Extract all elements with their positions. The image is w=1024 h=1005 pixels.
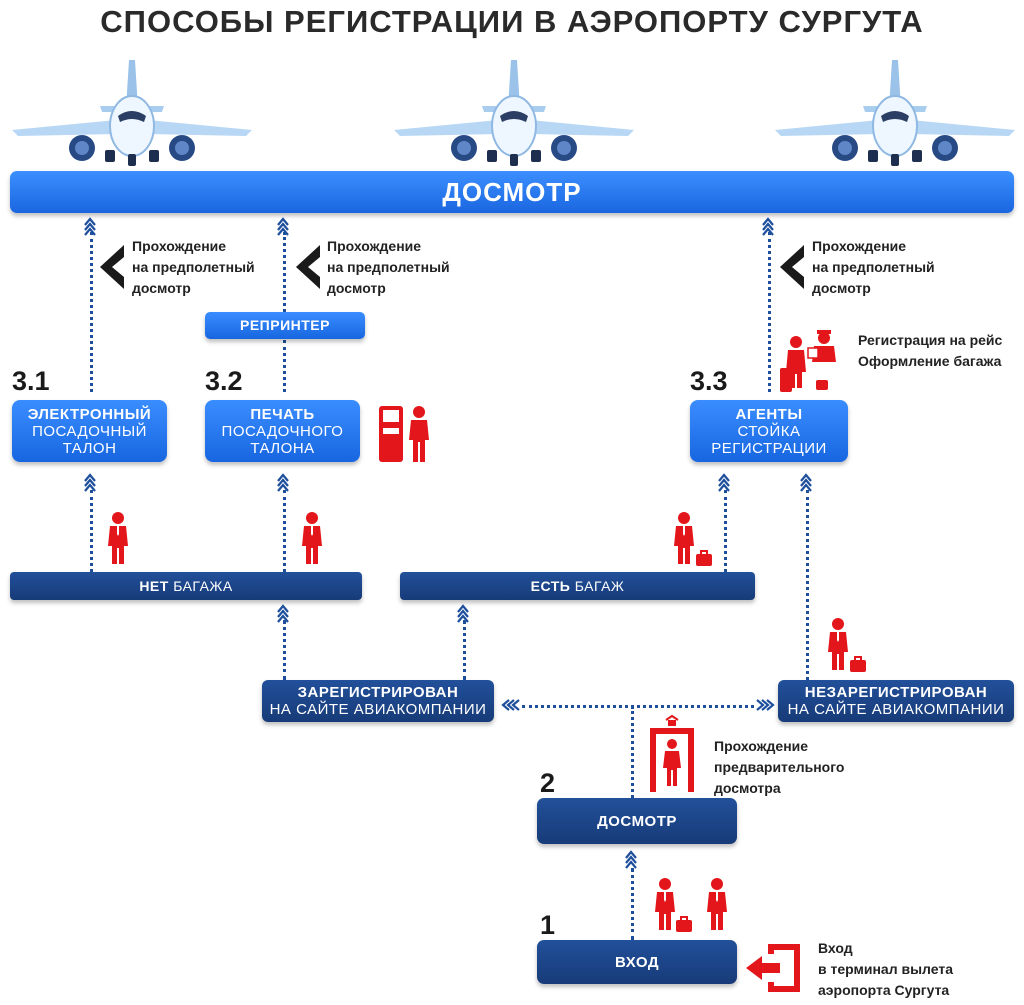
kiosk-icon [379, 406, 429, 462]
flow-line [522, 705, 754, 708]
option-print-boarding-pass: ПЕЧАТЬ ПОСАДОЧНОГО ТАЛОНА [205, 400, 360, 462]
step-number: 2 [540, 768, 556, 798]
flow-line [90, 490, 93, 572]
up-arrow-icon [624, 850, 638, 870]
airplane-icon [12, 59, 252, 167]
suitcase-icon [849, 656, 867, 673]
flow-line [283, 490, 286, 572]
left-arrow-icon [296, 245, 320, 289]
exit-door-icon [746, 944, 800, 992]
flow-line [768, 232, 771, 392]
unregistered-online-box: НЕЗАРЕГИСТРИРОВАН НА САЙТЕ АВИАКОМПАНИИ [778, 680, 1014, 722]
has-baggage-bar: ЕСТЬ БАГАЖ [400, 572, 755, 600]
flow-line [724, 490, 727, 572]
airplane-icon [394, 59, 634, 167]
option-number: 3.2 [205, 366, 243, 396]
option-e-boarding-pass: ЭЛЕКТРОННЫЙ ПОСАДОЧНЫЙ ТАЛОН [12, 400, 167, 462]
left-arrow-icon [100, 245, 124, 289]
person-icon [655, 878, 675, 930]
person-icon [707, 878, 727, 930]
entrance-box: ВХОД [537, 940, 737, 984]
person-icon [828, 618, 848, 670]
up-arrow-icon [717, 473, 731, 493]
up-arrow-icon [276, 217, 290, 237]
up-arrow-icon [761, 217, 775, 237]
flow-line [283, 620, 286, 680]
right-arrow-icon [755, 698, 775, 712]
option-checkin-counter: АГЕНТЫ СТОЙКА РЕГИСТРАЦИИ [690, 400, 848, 462]
security-banner: ДОСМОТР [10, 171, 1014, 213]
up-arrow-icon [456, 604, 470, 624]
left-arrow-icon [501, 698, 521, 712]
suitcase-icon [675, 916, 693, 933]
person-icon [108, 512, 128, 564]
flow-line [631, 868, 634, 940]
flow-line [631, 706, 634, 798]
flow-line [90, 232, 93, 392]
metal-detector-icon [650, 714, 694, 792]
screening-box: ДОСМОТР [537, 798, 737, 844]
page-title: СПОСОБЫ РЕГИСТРАЦИИ В АЭРОПОРТУ СУРГУТА [100, 4, 924, 39]
suitcase-icon [695, 550, 713, 567]
flow-line [283, 232, 286, 312]
flow-line [463, 620, 466, 680]
flow-line [283, 340, 286, 392]
up-arrow-icon [83, 473, 97, 493]
agent-icon [780, 330, 836, 392]
option-number: 3.1 [12, 366, 50, 396]
no-baggage-bar: НЕТ БАГАЖА [10, 572, 362, 600]
registered-online-box: ЗАРЕГИСТРИРОВАН НА САЙТЕ АВИАКОМПАНИИ [262, 680, 494, 722]
option-number: 3.3 [690, 366, 728, 396]
person-icon [302, 512, 322, 564]
flow-line [806, 490, 809, 680]
left-arrow-icon [780, 245, 804, 289]
up-arrow-icon [276, 473, 290, 493]
up-arrow-icon [276, 604, 290, 624]
person-icon [674, 512, 694, 564]
step-number: 1 [540, 910, 556, 940]
up-arrow-icon [83, 217, 97, 237]
reprinter-box: РЕПРИНТЕР [205, 312, 365, 339]
airplane-icon [775, 59, 1015, 167]
up-arrow-icon [799, 473, 813, 493]
